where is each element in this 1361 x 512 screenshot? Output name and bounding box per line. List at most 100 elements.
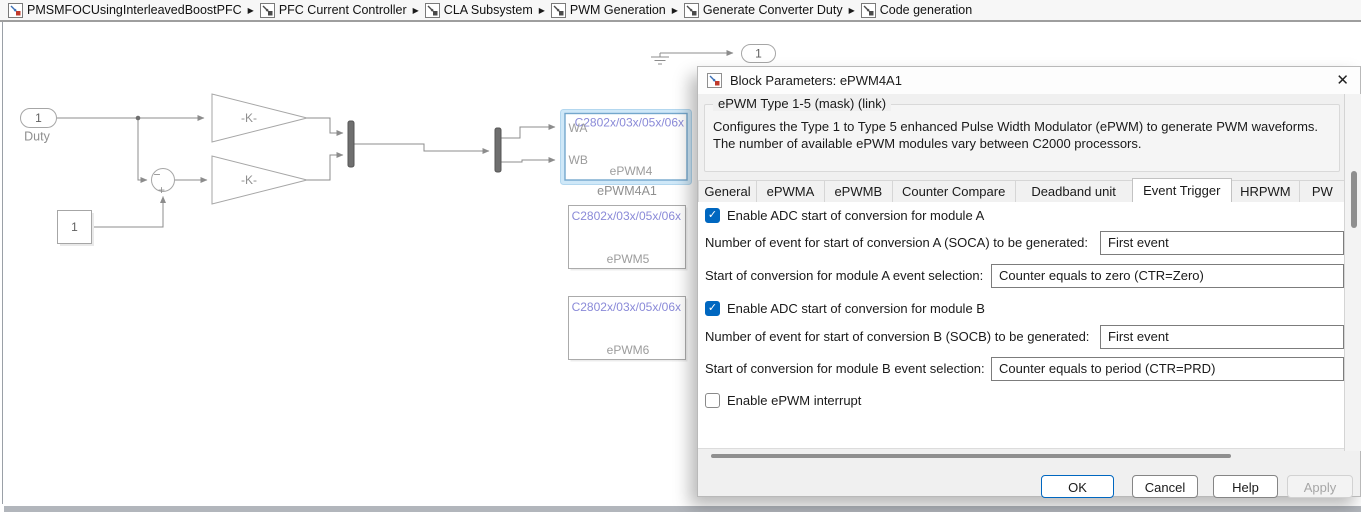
svg-text:C2802x/03x/05x/06x: C2802x/03x/05x/06x — [575, 116, 684, 130]
gain-b-block[interactable]: -K- — [211, 155, 308, 205]
breadcrumb-separator-icon: ▶ — [848, 5, 855, 15]
breadcrumb: PMSMFOCUsingInterleavedBoostPFC ▶ PFC Cu… — [0, 0, 1361, 22]
breadcrumb-item-cla-subsystem[interactable]: CLA Subsystem — [423, 1, 535, 19]
tab-counter-compare[interactable]: Counter Compare — [891, 180, 1016, 202]
soc-a-count-select[interactable]: First event — [1100, 231, 1344, 255]
mask-title: ePWM Type 1-5 (mask) (link) — [713, 96, 892, 111]
canvas-horizontal-scrollbar[interactable] — [4, 506, 1361, 512]
subsystem-icon — [683, 2, 699, 18]
svg-text:ePWM5: ePWM5 — [607, 252, 650, 266]
mask-description-panel: ePWM Type 1-5 (mask) (link) Configures t… — [704, 96, 1340, 172]
outport-one-block[interactable]: 1 — [741, 44, 776, 63]
svg-text:ePWM4A1: ePWM4A1 — [597, 184, 657, 198]
breadcrumb-item-pwm-generation[interactable]: PWM Generation — [549, 1, 668, 19]
svg-text:-K-: -K- — [241, 173, 257, 187]
epwm-interrupt-label: Enable ePWM interrupt — [727, 393, 862, 408]
check-icon: ✓ — [707, 209, 718, 221]
branch-point — [135, 115, 141, 121]
breadcrumb-label: Generate Converter Duty — [702, 3, 843, 17]
gain-a-block[interactable]: -K- — [211, 93, 308, 143]
soc-b-enable-label: Enable ADC start of conversion for modul… — [727, 301, 985, 316]
svg-text:1: 1 — [755, 47, 762, 61]
dialog-horizontal-scrollbar[interactable] — [711, 454, 1231, 458]
simulink-model-icon — [8, 2, 23, 18]
close-icon[interactable]: ✕ — [1336, 72, 1349, 89]
signal-wires — [57, 50, 734, 228]
block-parameters-dialog: Block Parameters: ePWM4A1 ✕ ePWM Type 1-… — [697, 66, 1361, 498]
soc-a-enable-label: Enable ADC start of conversion for modul… — [727, 208, 985, 223]
epwm6-block[interactable]: C2802x/03x/05x/06x ePWM6 — [568, 296, 688, 362]
apply-button[interactable]: Apply — [1287, 475, 1353, 498]
soc-a-count-label: Number of event for start of conversion … — [705, 235, 1088, 250]
breadcrumb-separator-icon: ▶ — [538, 5, 545, 15]
ground-block[interactable] — [651, 53, 669, 65]
ok-button[interactable]: OK — [1041, 475, 1114, 498]
subsystem-icon — [860, 2, 876, 18]
epwm4a1-block[interactable]: C2802x/03x/05x/06x WA WB ePWM4 ePWM4A1 — [560, 109, 692, 199]
tab-epwma[interactable]: ePWMA — [756, 180, 825, 202]
soc-b-event-label: Start of conversion for module B event s… — [705, 361, 985, 376]
dialog-title: Block Parameters: ePWM4A1 — [730, 73, 902, 88]
soc-b-event-row: Start of conversion for module B event s… — [698, 357, 1344, 381]
subsystem-icon — [424, 2, 440, 18]
soc-a-enable-checkbox[interactable]: ✓ — [705, 208, 720, 223]
breadcrumb-label: Code generation — [879, 3, 973, 17]
breadcrumb-label: PWM Generation — [569, 3, 666, 17]
breadcrumb-separator-icon: ▶ — [247, 5, 254, 15]
breadcrumb-label: PFC Current Controller — [278, 3, 407, 17]
soc-a-enable-row: ✓ Enable ADC start of conversion for mod… — [698, 208, 1344, 232]
breadcrumb-item-model[interactable]: PMSMFOCUsingInterleavedBoostPFC — [6, 1, 244, 19]
soc-b-count-select[interactable]: First event — [1100, 325, 1344, 349]
simulink-canvas: 1 Duty -K- -K- − + 1 — [2, 22, 776, 504]
breadcrumb-item-code-generation[interactable]: Code generation — [859, 1, 974, 19]
dialog-title-bar: Block Parameters: ePWM4A1 ✕ — [698, 67, 1360, 94]
tab-general[interactable]: General — [698, 180, 758, 202]
soc-a-count-row: Number of event for start of conversion … — [698, 231, 1344, 255]
svg-text:-K-: -K- — [241, 111, 257, 125]
soc-a-event-row: Start of conversion for module A event s… — [698, 264, 1344, 288]
soc-b-event-select[interactable]: Counter equals to period (CTR=PRD) — [991, 357, 1344, 381]
check-icon: ✓ — [707, 302, 718, 314]
epwm5-block[interactable]: C2802x/03x/05x/06x ePWM5 — [568, 205, 688, 271]
help-button[interactable]: Help — [1213, 475, 1278, 498]
mux-block[interactable] — [347, 120, 355, 168]
soc-b-enable-checkbox[interactable]: ✓ — [705, 301, 720, 316]
epwm-interrupt-row: ✓ Enable ePWM interrupt — [698, 393, 1344, 417]
demux-block[interactable] — [494, 127, 502, 173]
svg-text:−: − — [154, 168, 161, 182]
svg-text:+: + — [158, 183, 165, 197]
constant-one-block[interactable]: 1 — [57, 210, 95, 247]
subsystem-icon — [259, 2, 275, 18]
tab-event-trigger[interactable]: Event Trigger — [1131, 178, 1232, 202]
breadcrumb-item-pfc-current-controller[interactable]: PFC Current Controller — [258, 1, 409, 19]
soc-b-count-label: Number of event for start of conversion … — [705, 329, 1090, 344]
soc-b-enable-row: ✓ Enable ADC start of conversion for mod… — [698, 301, 1344, 325]
inport-duty-block[interactable]: 1 Duty — [20, 108, 57, 144]
tab-hrpwm[interactable]: HRPWM — [1230, 180, 1300, 202]
tab-deadband-unit[interactable]: Deadband unit — [1014, 180, 1133, 202]
dialog-vertical-scrollbar[interactable] — [1344, 94, 1361, 451]
soc-a-event-select[interactable]: Counter equals to zero (CTR=Zero) — [991, 264, 1344, 288]
breadcrumb-label: PMSMFOCUsingInterleavedBoostPFC — [27, 3, 242, 17]
svg-text:1: 1 — [35, 111, 42, 125]
soc-b-count-row: Number of event for start of conversion … — [698, 325, 1344, 349]
vertical-scrollbar-thumb[interactable] — [1351, 171, 1357, 228]
simulink-block-icon — [707, 73, 722, 88]
svg-text:WA: WA — [569, 121, 588, 135]
cancel-button[interactable]: Cancel — [1132, 475, 1198, 498]
breadcrumb-separator-icon: ▶ — [671, 5, 678, 15]
tab-epwmb[interactable]: ePWMB — [823, 180, 893, 202]
svg-text:1: 1 — [71, 220, 78, 234]
breadcrumb-label: CLA Subsystem — [443, 3, 533, 17]
mask-description: Configures the Type 1 to Type 5 enhanced… — [713, 119, 1319, 151]
svg-text:C2802x/03x/05x/06x: C2802x/03x/05x/06x — [572, 300, 681, 314]
sum-block[interactable]: − + — [151, 168, 175, 198]
breadcrumb-separator-icon: ▶ — [412, 5, 419, 15]
soc-a-event-label: Start of conversion for module A event s… — [705, 268, 984, 283]
parameter-tab-strip: General ePWMA ePWMB Counter Compare Dead… — [698, 177, 1345, 203]
tab-pwm-chopper[interactable]: PW — [1298, 180, 1345, 202]
subsystem-icon — [550, 2, 566, 18]
epwm-interrupt-checkbox[interactable]: ✓ — [705, 393, 720, 408]
breadcrumb-item-generate-converter-duty[interactable]: Generate Converter Duty — [682, 1, 845, 19]
tab-content-panel: ✓ Enable ADC start of conversion for mod… — [698, 202, 1344, 449]
